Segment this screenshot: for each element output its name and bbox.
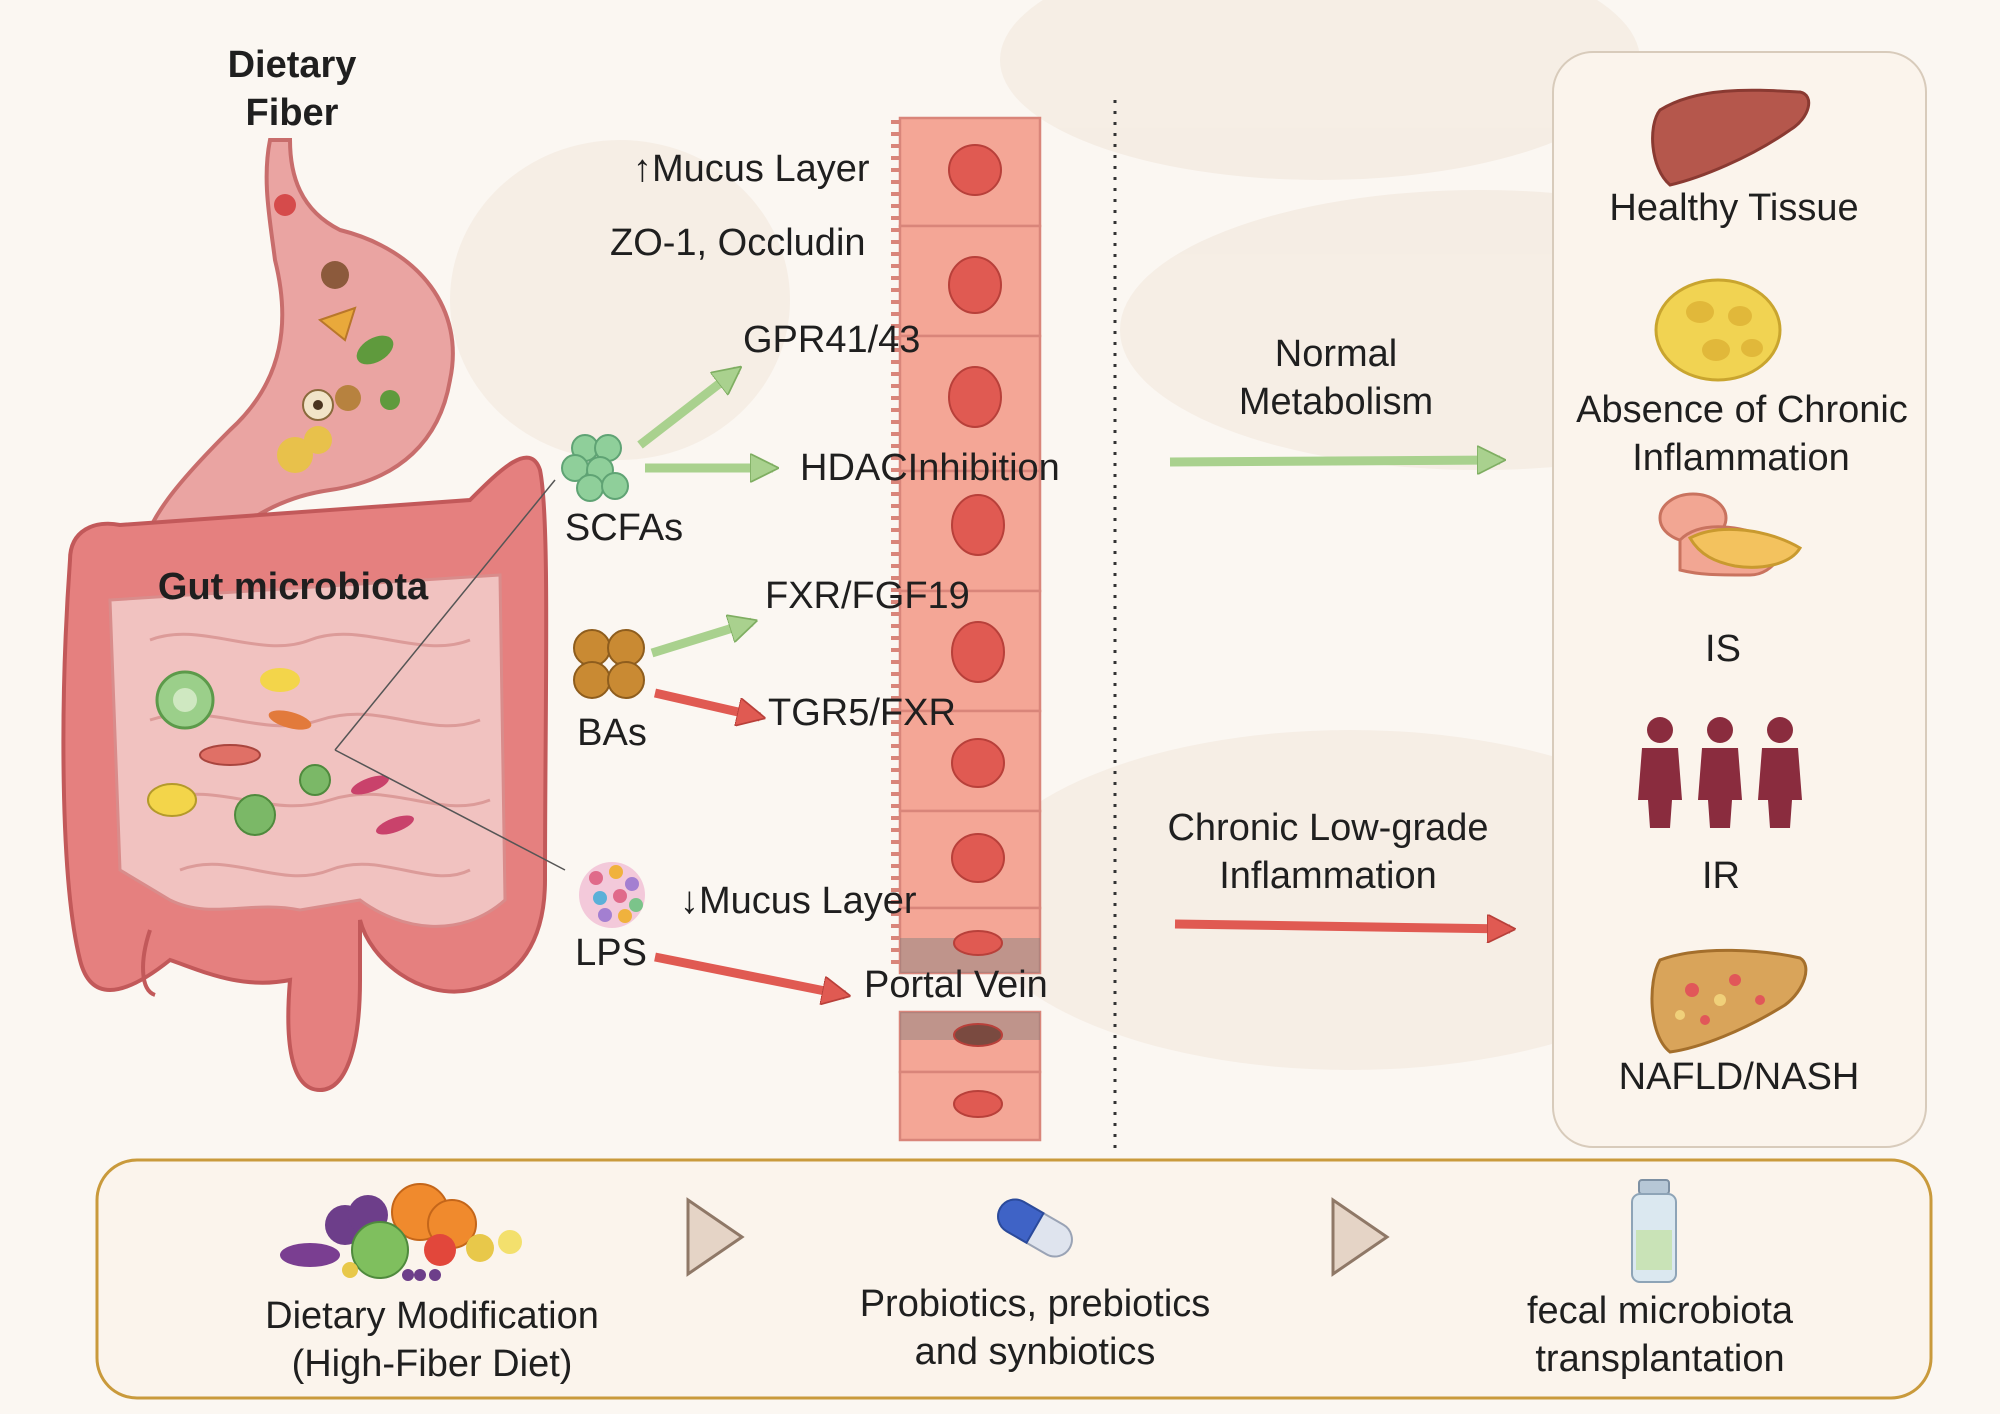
mucus-layer-down-label: ↓Mucus Layer	[680, 880, 917, 922]
stomach	[137, 138, 455, 604]
dietary-modification-line1: Dietary Modification	[265, 1295, 599, 1337]
vial-icon	[1631, 1179, 1677, 1283]
probiotics-line1: Probiotics, prebiotics	[859, 1283, 1211, 1325]
fat-tissue-icon	[1654, 278, 1782, 382]
normal-metabolism-line1: Normal	[1274, 333, 1398, 375]
chevron-arrow-1-icon	[686, 1197, 745, 1277]
intervention-panel	[95, 1158, 1933, 1400]
capsule-icon	[997, 1198, 1073, 1258]
ir-label: IR	[1702, 855, 1740, 897]
arrow-normal-metabolism	[1169, 460, 1500, 462]
fmt-line1: fecal microbiota	[1526, 1290, 1794, 1332]
healthy-tissue-label: Healthy Tissue	[1609, 187, 1859, 229]
probiotics-line2: and synbiotics	[914, 1331, 1156, 1373]
pancreas-icon	[1658, 492, 1803, 577]
vegetables-icon	[280, 1183, 522, 1281]
is-label: IS	[1705, 628, 1741, 670]
liver-icon	[1651, 88, 1811, 187]
arrow-ba-tgr5	[653, 688, 760, 717]
people-icon	[1638, 717, 1802, 828]
green-arrows	[637, 370, 1500, 658]
nuclei	[948, 144, 1005, 1118]
fmt-line2: transplantation	[1535, 1338, 1785, 1380]
microvilli	[891, 120, 900, 964]
portal-vein-label: Portal Vein	[864, 964, 1048, 1006]
arrow-ba-fxr	[650, 622, 752, 658]
red-arrows	[653, 688, 1510, 995]
intestines	[61, 455, 566, 1093]
absence-inflammation-line2: Inflammation	[1632, 437, 1850, 479]
normal-metabolism-line2: Metabolism	[1238, 381, 1434, 423]
bile-acid-icon	[573, 629, 645, 699]
tight-junction-label: ZO-1, Occludin	[610, 222, 866, 264]
arrow-scfa-gpr	[637, 370, 737, 449]
chevron-arrow-2-icon	[1331, 1197, 1390, 1277]
dietary-fiber-title-line2: Fiber	[245, 92, 339, 134]
scfas-label: SCFAs	[564, 507, 684, 549]
absence-inflammation-line1: Absence of Chronic	[1576, 389, 1908, 431]
fatty-liver-icon	[1650, 948, 1808, 1054]
chronic-inflammation-line1: Chronic Low-grade	[1167, 807, 1489, 849]
mucus-layer-up-label: ↑Mucus Layer	[633, 148, 870, 190]
tgr5-fxr-label: TGR5/FXR	[768, 692, 956, 734]
dietary-fiber-title-line1: Dietary	[227, 44, 357, 86]
arrow-inflammation	[1174, 924, 1510, 929]
fxr-fgf19-label: FXR/FGF19	[765, 575, 970, 617]
lps-label: LPS	[575, 932, 647, 974]
chronic-inflammation-line2: Inflammation	[1219, 855, 1437, 897]
outcomes-panel	[1552, 51, 1927, 1148]
bas-label: BAs	[577, 712, 647, 754]
arrow-lps-portal	[654, 952, 845, 995]
hdac-inhibition-label: HDACInhibition	[800, 447, 1060, 489]
gpr41-43-label: GPR41/43	[743, 319, 921, 361]
dietary-modification-line2: (High-Fiber Diet)	[291, 1343, 573, 1385]
scfa-icon	[561, 434, 629, 502]
lps-icon	[579, 862, 645, 928]
nafld-nash-label: NAFLD/NASH	[1618, 1056, 1860, 1098]
gut-microbiota-label: Gut microbiota	[157, 566, 429, 608]
